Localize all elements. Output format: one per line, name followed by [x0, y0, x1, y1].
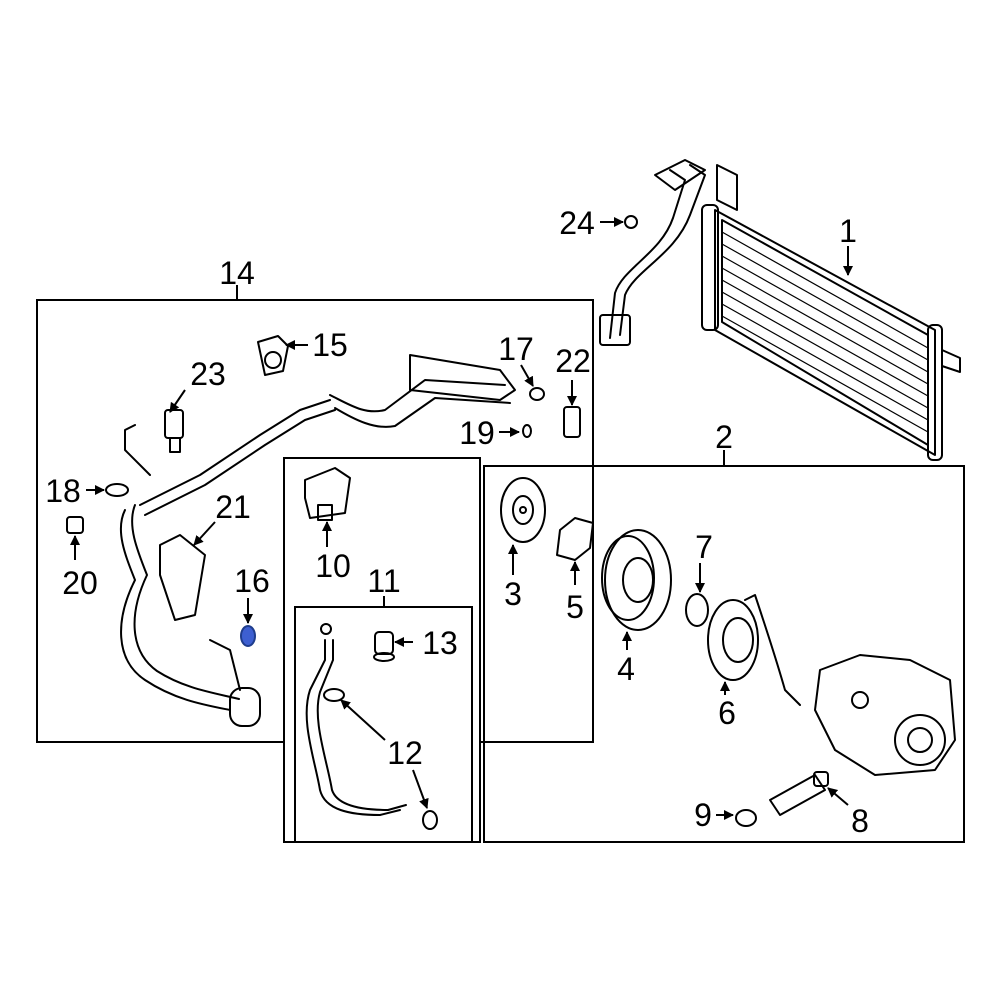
callout-15[interactable]: 15 [312, 327, 348, 363]
callout-3[interactable]: 3 [504, 576, 522, 612]
o-ring-18-part[interactable] [105, 483, 129, 497]
callout-19[interactable]: 19 [459, 415, 495, 451]
suction-liquid-line-part[interactable] [119, 354, 516, 727]
compressor-part[interactable] [814, 654, 956, 776]
clamp-15-part[interactable] [257, 335, 289, 376]
field-coil-6-part[interactable] [707, 594, 801, 706]
o-ring-12a-part[interactable] [323, 688, 345, 702]
snap-ring-7-part[interactable] [685, 593, 709, 627]
pulley-4-part[interactable] [601, 529, 672, 631]
callout-5[interactable]: 5 [566, 589, 584, 625]
callout-17[interactable]: 17 [498, 331, 534, 367]
discharge-line-part[interactable] [599, 159, 706, 346]
callout-labels: 1 2 3 4 5 6 7 8 9 10 11 12 13 14 15 16 1… [45, 205, 869, 839]
o-ring-12b-part[interactable] [422, 810, 438, 830]
callout-23[interactable]: 23 [190, 356, 226, 392]
callout-10[interactable]: 10 [315, 548, 351, 584]
callout-18[interactable]: 18 [45, 473, 81, 509]
o-ring-17-part[interactable] [529, 387, 545, 401]
shim-5-part[interactable] [556, 517, 594, 561]
pressure-sensor-23-part[interactable] [164, 409, 184, 453]
o-ring-9-part[interactable] [735, 809, 757, 827]
o-ring-16-part[interactable] [240, 625, 256, 647]
callout-6[interactable]: 6 [718, 695, 736, 731]
bracket-10-part[interactable] [304, 467, 351, 521]
cap-20-part[interactable] [66, 516, 84, 534]
callout-20[interactable]: 20 [62, 565, 98, 601]
hose-11-part[interactable] [305, 623, 407, 816]
callout-7[interactable]: 7 [695, 529, 713, 565]
valve-13-part[interactable] [373, 631, 395, 662]
valve-core-22-part[interactable] [563, 406, 581, 438]
callout-4[interactable]: 4 [617, 651, 635, 687]
callout-1[interactable]: 1 [839, 213, 857, 249]
callout-24[interactable]: 24 [559, 205, 595, 241]
condenser-part[interactable] [701, 164, 961, 461]
callout-21[interactable]: 21 [215, 489, 251, 525]
callout-16[interactable]: 16 [234, 563, 270, 599]
callout-13[interactable]: 13 [422, 625, 458, 661]
callout-9[interactable]: 9 [694, 797, 712, 833]
leader-lines [70, 217, 853, 820]
callout-12[interactable]: 12 [387, 735, 423, 771]
callout-11[interactable]: 11 [367, 563, 400, 599]
o-ring-19-part[interactable] [522, 424, 532, 438]
callout-8[interactable]: 8 [851, 803, 869, 839]
callout-14[interactable]: 14 [219, 255, 255, 291]
callout-2[interactable]: 2 [715, 419, 733, 455]
clutch-hub-3-part[interactable] [500, 477, 546, 543]
bracket-21-part[interactable] [159, 534, 206, 621]
callout-22[interactable]: 22 [555, 343, 591, 379]
group-box-2 [483, 465, 965, 843]
pressure-switch-8-part[interactable] [769, 771, 829, 816]
